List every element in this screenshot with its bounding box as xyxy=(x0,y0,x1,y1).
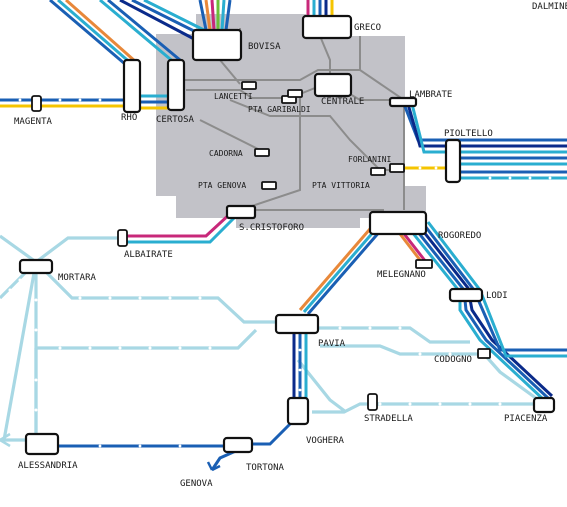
station-marker-mortara[interactable] xyxy=(18,258,54,275)
regional-stop-dots xyxy=(8,278,502,412)
station-label-codogno: CODOGNO xyxy=(434,355,472,365)
station-label-lambrate: LAMBRATE xyxy=(409,90,452,100)
station-label-pta-garibaldi: PTA GARIBALDI xyxy=(248,105,311,114)
station-marker-cadorna[interactable] xyxy=(254,148,270,157)
station-label-magenta: MAGENTA xyxy=(14,117,53,127)
station-marker-albairate[interactable] xyxy=(117,229,128,247)
station-label-rho: RHO xyxy=(121,113,137,123)
station-label-voghera: VOGHERA xyxy=(306,436,345,446)
station-marker-rogoredo[interactable] xyxy=(368,210,428,236)
station-marker-pta-genova[interactable] xyxy=(261,181,277,190)
station-label-cadorna: CADORNA xyxy=(209,149,243,158)
station-marker-pioltello[interactable] xyxy=(444,138,462,184)
genova-south-arrow-icon xyxy=(206,461,221,472)
station-label-pta-vittoria: PTA VITTORIA xyxy=(312,181,370,190)
station-label-bovisa: BOVISA xyxy=(248,42,281,52)
station-marker-greco[interactable] xyxy=(301,14,353,40)
east-trunk-dots xyxy=(418,166,552,180)
station-label-mortara: MORTARA xyxy=(58,273,97,283)
station-marker-s-cristoforo[interactable] xyxy=(225,204,257,220)
west-trunk-lines xyxy=(0,94,176,110)
station-marker-magenta[interactable] xyxy=(31,95,42,112)
station-marker-alessandria[interactable] xyxy=(24,432,60,456)
station-marker-melegnano[interactable] xyxy=(415,259,433,269)
east-trunk-lines xyxy=(396,103,567,180)
station-marker-bovisa[interactable] xyxy=(191,28,243,62)
station-label-centrale: CENTRALE xyxy=(321,97,364,107)
station-label-pioltello: PIOLTELLO xyxy=(444,129,493,139)
station-markers xyxy=(18,14,556,456)
station-marker-lodi[interactable] xyxy=(448,287,484,303)
station-label-s-cristoforo: S.CRISTOFORO xyxy=(239,223,304,233)
station-marker-pta-garibaldi-2[interactable] xyxy=(287,89,303,98)
station-marker-tortona[interactable] xyxy=(222,436,254,454)
station-marker-codogno[interactable] xyxy=(477,348,491,359)
station-marker-stradella[interactable] xyxy=(367,393,378,411)
station-label-forlanini: FORLANINI xyxy=(348,155,392,164)
station-marker-rho[interactable] xyxy=(122,58,142,114)
station-label-greco: GRECO xyxy=(354,23,381,33)
northwest-bundle xyxy=(49,0,205,72)
station-marker-pta-vittoria[interactable] xyxy=(370,167,386,176)
station-marker-pavia[interactable] xyxy=(274,313,320,335)
station-marker-lancetti[interactable] xyxy=(241,81,257,90)
station-marker-voghera[interactable] xyxy=(286,396,310,426)
alessandria-west-arrow-icon xyxy=(0,432,11,448)
station-label-lancetti: LANCETTI xyxy=(214,92,253,101)
station-marker-forlanini[interactable] xyxy=(389,163,405,173)
milan-urban-area xyxy=(156,14,426,228)
station-label-certosa: CERTOSA xyxy=(156,115,195,125)
station-label-melegnano: MELEGNANO xyxy=(377,270,426,280)
station-marker-centrale[interactable] xyxy=(313,72,353,98)
station-marker-piacenza[interactable] xyxy=(532,396,556,414)
southeast-bundle xyxy=(392,221,567,402)
station-label-stradella: STRADELLA xyxy=(364,414,413,424)
pavia-voghera-dots xyxy=(98,348,302,448)
station-label-piacenza: PIACENZA xyxy=(504,414,548,424)
station-label-pta-genova: PTA GENOVA xyxy=(198,181,246,190)
station-label-pavia: PAVIA xyxy=(318,339,346,349)
station-label-dalmine: DALMINE xyxy=(532,2,567,12)
station-label-rogoredo: ROGOREDO xyxy=(438,231,481,241)
albairate-branch xyxy=(120,210,238,244)
station-label-lodi: LODI xyxy=(486,291,508,301)
station-label-alessandria: ALESSANDRIA xyxy=(18,461,78,471)
station-marker-lambrate[interactable] xyxy=(388,96,418,108)
station-marker-certosa[interactable] xyxy=(166,58,186,112)
station-labels: DALMINE GRECO BOVISA MAGENTA RHO CERTOSA… xyxy=(14,2,567,489)
west-trunk-dots xyxy=(18,98,102,102)
station-label-genova: GENOVA xyxy=(180,479,213,489)
station-label-tortona: TORTONA xyxy=(246,463,285,473)
station-label-albairate: ALBAIRATE xyxy=(124,250,173,260)
